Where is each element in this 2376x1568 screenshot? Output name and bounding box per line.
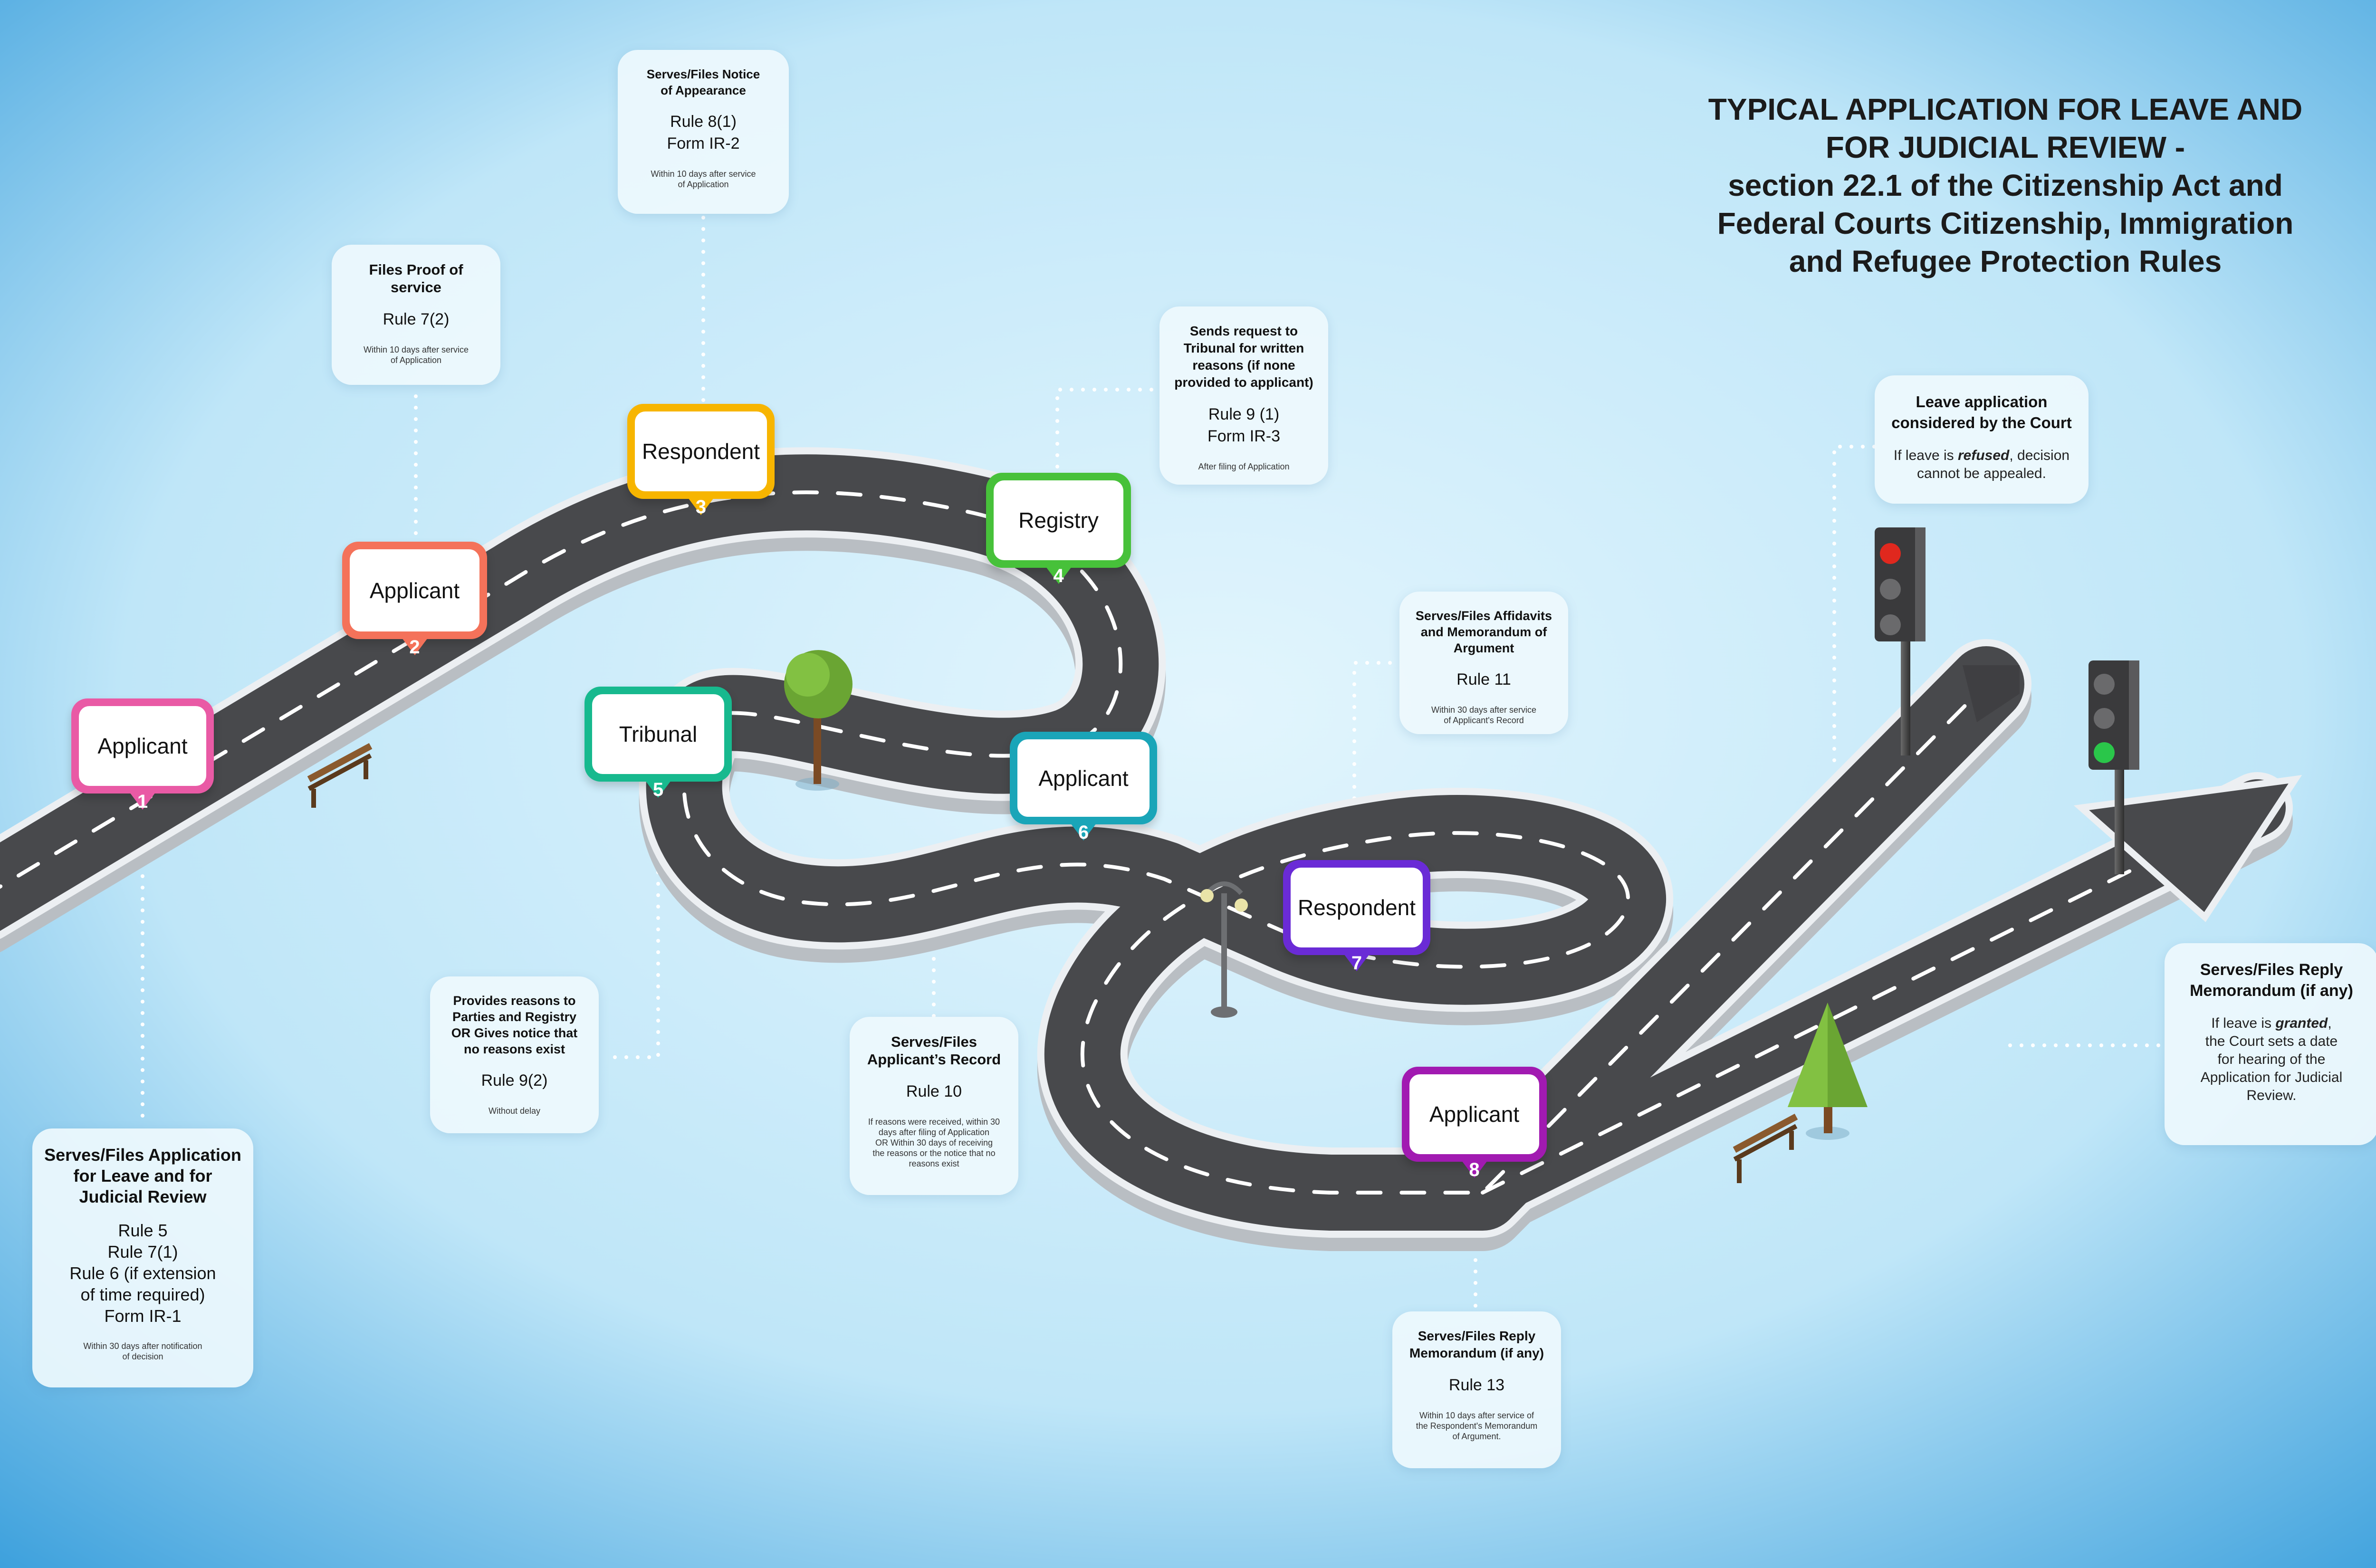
marker-label: Applicant (350, 549, 479, 631)
traffic-light-green-icon (2089, 660, 2139, 874)
card-note: If leave is refused, decision cannot be … (1893, 448, 2070, 481)
card-rules: Rule 13 (1448, 1376, 1505, 1394)
marker-pointer (128, 791, 157, 810)
bench-icon (307, 743, 373, 808)
traffic-light-red-icon (1875, 527, 1926, 755)
page-title: TYPICAL APPLICATION FOR LEAVE AND FOR JU… (1708, 92, 2303, 278)
marker-pointer (400, 636, 429, 655)
marker-number: 6 (1078, 822, 1089, 843)
road-end-cap (1963, 665, 2020, 722)
card-serve-application: Serves/Files Application for Leave and f… (32, 1128, 253, 1387)
card-timing: Within 10 days after service of the Resp… (1416, 1411, 1538, 1441)
card-proof-of-service: Files Proof of service Rule 7(2) Within … (332, 245, 500, 385)
step-3-marker: Respondent 3 (627, 404, 775, 517)
street-lamp-icon (1200, 881, 1248, 1018)
step-7-marker: Respondent 7 (1283, 860, 1430, 974)
arrow-head (2073, 775, 2302, 922)
card-heading: Serves/Files Notice of Appearance (646, 67, 760, 97)
step-8-marker: Applicant 8 (1402, 1067, 1547, 1180)
card-timing: Within 10 days after service of Applicat… (363, 345, 469, 365)
marker-pointer (1044, 565, 1073, 584)
card-rules: Rule 7(2) (383, 310, 450, 328)
card-heading: Leave application considered by the Cour… (1891, 393, 2072, 431)
marker-pointer (687, 496, 715, 515)
marker-pointer (1069, 822, 1098, 841)
card-heading: Serves/Files Application for Leave and f… (44, 1145, 241, 1206)
step-6-marker: Applicant 6 (1010, 732, 1157, 843)
step-4-marker: Registry 4 (986, 473, 1131, 586)
card-heading: Serves/Files Applicant’s Record (867, 1033, 1001, 1068)
bench-icon (1733, 1113, 1798, 1183)
card-timing: Within 30 days after notification of dec… (83, 1341, 202, 1361)
card-heading: Sends request to Tribunal for written re… (1174, 324, 1313, 390)
marker-number: 7 (1351, 953, 1362, 974)
card-timing: If reasons were received, within 30 days… (868, 1117, 1000, 1168)
card-rules: Rule 9(2) (481, 1071, 548, 1090)
marker-number: 1 (137, 791, 148, 812)
marker-number: 2 (409, 637, 420, 658)
card-notice-of-appearance: Serves/Files Notice of Appearance Rule 8… (618, 50, 789, 214)
marker-pointer (1342, 952, 1371, 971)
card-leave-considered: Leave application considered by the Cour… (1875, 375, 2089, 504)
card-timing: After filing of Application (1198, 462, 1290, 471)
card-heading: Serves/Files Affidavits and Memorandum o… (1415, 609, 1552, 655)
card-affidavits: Serves/Files Affidavits and Memorandum o… (1399, 592, 1568, 734)
step-1-marker: Applicant 1 (71, 698, 214, 812)
marker-label: Applicant (1409, 1074, 1539, 1154)
card-provide-reasons: Provides reasons to Parties and Registry… (430, 976, 599, 1133)
step-5-marker: Tribunal 5 (584, 687, 732, 800)
card-applicants-record: Serves/Files Applicant’s Record Rule 10 … (850, 1017, 1018, 1195)
card-heading: Serves/Files Reply Memorandum (if any) (1409, 1329, 1544, 1360)
tree-icon (784, 650, 853, 791)
card-rules: Rule 10 (906, 1082, 962, 1100)
marker-number: 4 (1053, 565, 1064, 586)
tree-icon (1788, 1003, 1868, 1140)
marker-pointer (1460, 1159, 1489, 1178)
card-timing: Within 10 days after service of Applicat… (651, 169, 756, 189)
card-timing: Within 30 days after service of Applican… (1431, 705, 1537, 725)
card-heading: Provides reasons to Parties and Registry… (451, 994, 578, 1056)
marker-label: Applicant (1017, 739, 1150, 817)
marker-label: Applicant (79, 706, 206, 786)
card-leave-granted: Serves/Files Reply Memorandum (if any) I… (2165, 943, 2376, 1145)
marker-label: Tribunal (592, 694, 724, 774)
marker-number: 3 (695, 497, 707, 517)
card-heading: Files Proof of service (369, 261, 463, 296)
card-rules: Rule 11 (1456, 670, 1511, 688)
marker-label: Registry (994, 480, 1123, 560)
card-timing: Without delay (488, 1106, 541, 1116)
card-rules: Rule 9 (1) Form IR-3 (1207, 405, 1280, 445)
card-rules: Rule 8(1) Form IR-2 (667, 113, 740, 153)
marker-number: 8 (1469, 1159, 1480, 1180)
marker-pointer (644, 779, 672, 798)
card-note: If leave is granted, the Court sets a da… (2200, 1015, 2343, 1103)
marker-number: 5 (652, 779, 664, 800)
road (0, 447, 2293, 1251)
card-request-reasons: Sends request to Tribunal for written re… (1159, 306, 1328, 485)
card-heading: Serves/Files Reply Memorandum (if any) (2190, 961, 2353, 1000)
step-2-marker: Applicant 2 (342, 542, 487, 658)
card-rules: Rule 5 Rule 7(1) Rule 6 (if extension of… (69, 1221, 216, 1326)
marker-label: Respondent (635, 411, 767, 491)
marker-label: Respondent (1291, 868, 1423, 947)
card-reply-memorandum: Serves/Files Reply Memorandum (if any) R… (1392, 1311, 1561, 1468)
